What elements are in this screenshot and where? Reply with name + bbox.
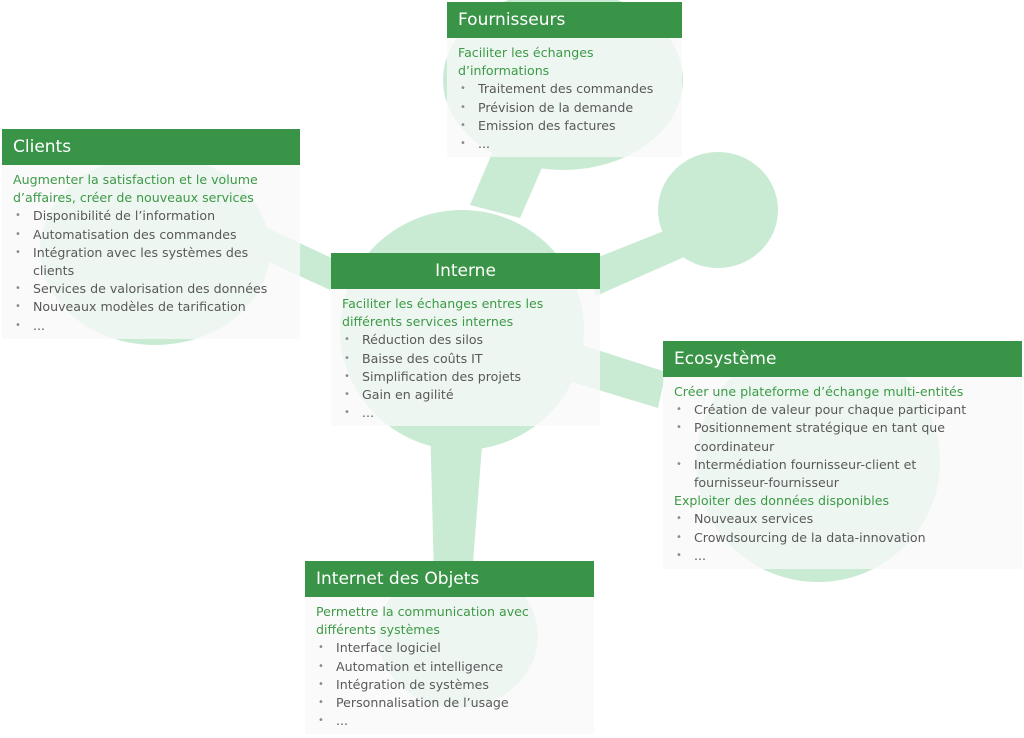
list-item: Création de valeur pour chaque participa… xyxy=(674,401,1011,419)
list-item: Services de valorisation des données xyxy=(13,280,289,298)
interne-body: Faciliter les échanges entres les différ… xyxy=(331,289,600,427)
list-item: Positionnement stratégique en tant que c… xyxy=(674,419,984,455)
list-item: Personnalisation de l’usage xyxy=(316,694,583,712)
list-item: Baisse des coûts IT xyxy=(342,350,589,368)
iot-body: Permettre la communication avec différen… xyxy=(305,597,594,735)
list-item: Automatisation des commandes xyxy=(13,226,289,244)
ecosysteme-body: Créer une plateforme d’échange multi-ent… xyxy=(663,377,1022,570)
clients-subtitle: Augmenter la satisfaction et le volume d… xyxy=(13,172,258,206)
list-item: Traitement des commandes xyxy=(458,80,671,98)
list-item: Intermédiation fournisseur-client et fou… xyxy=(674,456,964,492)
fournisseurs-list: Traitement des commandes Prévision de la… xyxy=(458,80,671,153)
clients-body: Augmenter la satisfaction et le volume d… xyxy=(2,165,300,339)
list-item: ... xyxy=(316,712,583,730)
ecosysteme-list: Création de valeur pour chaque participa… xyxy=(674,401,1011,492)
list-item: Automation et intelligence xyxy=(316,658,583,676)
list-item: ... xyxy=(674,547,1011,565)
ecosysteme-subtitle-2: Exploiter des données disponibles xyxy=(674,493,890,509)
list-item: ... xyxy=(342,404,589,422)
list-item: ... xyxy=(13,317,289,335)
interne-box: Interne Faciliter les échanges entres le… xyxy=(331,253,600,427)
iot-list: Interface logiciel Automation et intelli… xyxy=(316,639,583,730)
list-item: Prévision de la demande xyxy=(458,99,671,117)
ecosysteme-subtitle: Créer une plateforme d’échange multi-ent… xyxy=(674,384,964,399)
list-item: Gain en agilité xyxy=(342,386,589,404)
list-item: Simplification des projets xyxy=(342,368,589,386)
interne-subtitle: Faciliter les échanges entres les différ… xyxy=(342,296,544,330)
clients-list: Disponibilité de l’information Automatis… xyxy=(13,207,289,335)
list-item: Emission des factures xyxy=(458,117,671,135)
list-item: Réduction des silos xyxy=(342,331,589,349)
interne-list: Réduction des silos Baisse des coûts IT … xyxy=(342,331,589,422)
list-item: Crowdsourcing de la data-innovation xyxy=(674,529,1011,547)
connector-iot xyxy=(430,420,484,576)
list-item: Interface logiciel xyxy=(316,639,583,657)
ecosysteme-title: Ecosystème xyxy=(663,341,1022,377)
fournisseurs-subtitle: Faciliter les échanges d’informations xyxy=(458,45,594,79)
list-item: Nouveaux modèles de tarification xyxy=(13,298,289,316)
list-item: ... xyxy=(458,135,671,153)
list-item: Disponibilité de l’information xyxy=(13,207,289,225)
ecosystem-node xyxy=(658,152,778,268)
interne-title: Interne xyxy=(331,253,600,289)
fournisseurs-box: Fournisseurs Faciliter les échanges d’in… xyxy=(447,2,682,158)
list-item: Intégration avec les systèmes des client… xyxy=(13,244,273,280)
ecosysteme-box: Ecosystème Créer une plateforme d’échang… xyxy=(663,341,1022,570)
list-item: Nouveaux services xyxy=(674,510,1011,528)
ecosysteme-list-2: Nouveaux services Crowdsourcing de la da… xyxy=(674,510,1011,565)
list-item: Intégration de systèmes xyxy=(316,676,583,694)
fournisseurs-body: Faciliter les échanges d’informations Tr… xyxy=(447,38,682,158)
clients-title: Clients xyxy=(2,129,300,165)
iot-subtitle: Permettre la communication avec différen… xyxy=(316,604,529,638)
iot-box: Internet des Objets Permettre la communi… xyxy=(305,561,594,735)
iot-title: Internet des Objets xyxy=(305,561,594,597)
fournisseurs-title: Fournisseurs xyxy=(447,2,682,38)
clients-box: Clients Augmenter la satisfaction et le … xyxy=(2,129,300,339)
